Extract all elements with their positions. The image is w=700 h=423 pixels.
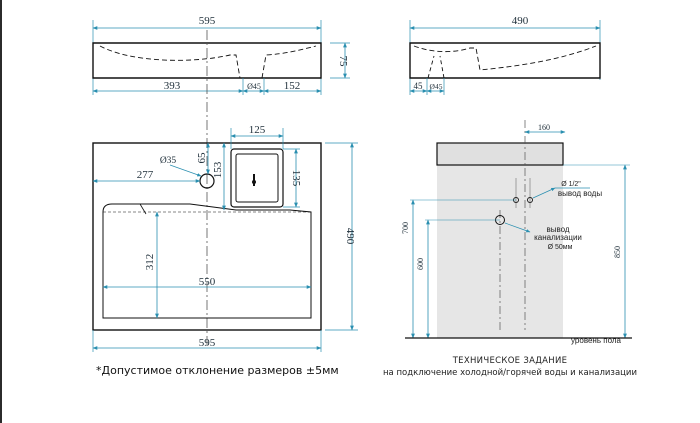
tech-dim-600: 600 [416, 258, 425, 270]
front-width-label: 595 [199, 15, 216, 27]
plan-dim-135: 135 [290, 170, 302, 187]
side-width-label: 490 [512, 15, 529, 27]
tech-dim-850: 850 [613, 246, 622, 258]
tolerance-note: *Допустимое отклонение размеров ±5мм [96, 364, 339, 377]
side-seg-b-label: Ø45 [430, 82, 443, 91]
plan-view: 125 65 Ø35 153 277 135 490 312 550 595 [92, 124, 358, 352]
plan-dim-277: 277 [137, 169, 154, 181]
front-seg-mid-label: Ø45 [247, 82, 261, 91]
side-elevation-view: 490 45 Ø45 [409, 15, 601, 95]
tech-drain-label-3: Ø 50мм [548, 244, 573, 251]
tech-dim-160: 160 [538, 123, 550, 132]
front-elevation-view: 595 75 393 Ø45 152 [92, 15, 350, 95]
plan-dim-125: 125 [249, 124, 266, 136]
plan-dim-65: 65 [196, 152, 208, 164]
front-seg-right-label: 152 [284, 80, 301, 92]
tech-water-label-1: Ø 1/2" [561, 181, 581, 188]
plan-dim-490: 490 [344, 228, 356, 245]
spec-title: ТЕХНИЧЕСКОЕ ЗАДАНИЕ [452, 356, 568, 366]
front-height-label: 75 [337, 56, 349, 68]
front-seg-left-label: 393 [164, 80, 181, 92]
installation-view: 160 Ø 1/2" вывод воды вывод канализации … [401, 120, 632, 345]
spec-subtitle: на подключение холодной/горячей воды и к… [383, 368, 637, 378]
tech-dim-700: 700 [401, 222, 410, 234]
side-seg-a-label: 45 [414, 81, 424, 91]
plan-dim-550: 550 [199, 276, 216, 288]
frame-border [0, 0, 2, 423]
tech-drain-label-2: канализации [534, 233, 582, 242]
tech-water-label-2: вывод воды [558, 189, 602, 198]
plan-dim-153: 153 [212, 161, 224, 178]
tech-drain-label-1: вывод [546, 225, 569, 234]
plan-dim-312: 312 [144, 254, 156, 271]
tech-floor-label: уровень пола [571, 336, 622, 345]
plan-dim-d35: Ø35 [160, 156, 177, 166]
plan-dim-595: 595 [199, 337, 216, 349]
